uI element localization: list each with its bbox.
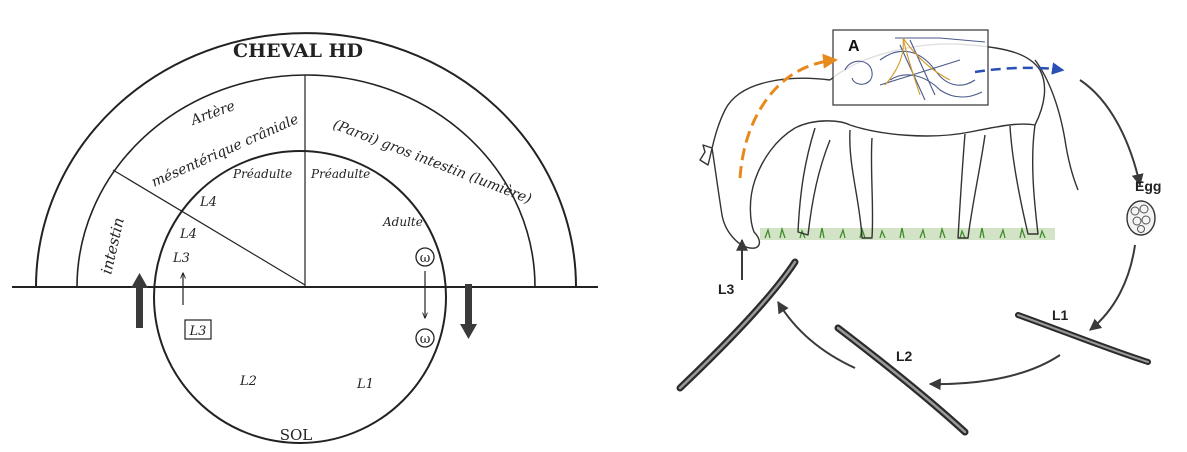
thick-arrow-up bbox=[131, 273, 148, 328]
label-l1: L1 bbox=[1052, 307, 1069, 323]
left-cycle-diagram: CHEVAL HD intestin Artère mésentérique c… bbox=[12, 33, 598, 444]
label-egg: Egg bbox=[1135, 178, 1161, 194]
stage-preadulte-right: Préadulte bbox=[310, 167, 370, 181]
stage-adulte: Adulte bbox=[382, 215, 423, 229]
diagonal-divider bbox=[113, 170, 305, 285]
thick-arrow-down bbox=[460, 284, 477, 339]
label-l3: L3 bbox=[718, 281, 735, 297]
right-cycle-illustration: A Egg bbox=[680, 30, 1161, 432]
inset-label-a: A bbox=[848, 38, 860, 55]
sector-label-intestin: intestin bbox=[97, 216, 127, 276]
stage-l1: L1 bbox=[356, 377, 374, 392]
stage-l4-lower: L4 bbox=[179, 227, 197, 242]
cycle-arrow-egg-to-l1 bbox=[1090, 245, 1135, 330]
stage-l3-boxed: L3 bbox=[189, 324, 207, 339]
migration-arrow-orange bbox=[740, 60, 835, 178]
larva-l3 bbox=[680, 262, 795, 388]
stage-l3-upper: L3 bbox=[172, 251, 190, 266]
cycle-arrow-l1-to-l2 bbox=[930, 355, 1060, 384]
larva-l1 bbox=[1018, 315, 1148, 362]
stage-preadulte-left: Préadulte bbox=[232, 167, 292, 181]
ground-label: SOL bbox=[280, 426, 313, 444]
sector-label-artere-1: Artère bbox=[187, 98, 237, 129]
cycle-arrow-to-egg bbox=[1080, 80, 1140, 185]
egg-glyph-lower: ω bbox=[420, 332, 431, 347]
diagram-title: CHEVAL HD bbox=[233, 40, 363, 62]
stage-l4-upper: L4 bbox=[199, 195, 217, 210]
sector-label-gros-intestin: (Paroi) gros intestin (lumière) bbox=[331, 117, 534, 208]
inner-cycle-circle bbox=[154, 151, 446, 443]
egg-glyph-upper: ω bbox=[420, 251, 431, 266]
label-l2: L2 bbox=[896, 348, 913, 364]
stage-l2: L2 bbox=[239, 374, 257, 389]
larva-l2 bbox=[838, 328, 965, 432]
egg-illustration bbox=[1127, 201, 1155, 235]
